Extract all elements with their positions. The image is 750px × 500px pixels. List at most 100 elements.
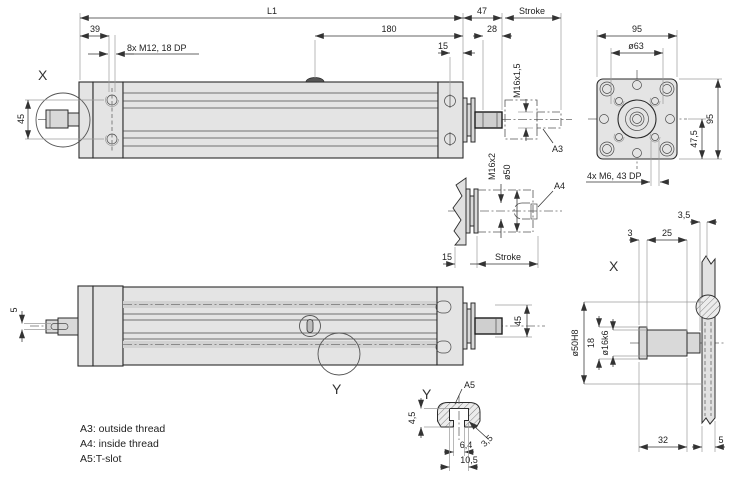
- legend-a5: A5:T-slot: [80, 453, 122, 465]
- dim-3-5-y-text: 3,5: [479, 433, 495, 449]
- dim-39-text: 39: [90, 24, 100, 34]
- dim-47-text: 47: [477, 6, 487, 16]
- dim-3-text: 3: [627, 228, 632, 238]
- dim-15-rear: 15: [442, 236, 478, 268]
- dim-d50h8: ø50H8: [570, 301, 703, 385]
- m16x2-label: M16x2: [487, 153, 497, 180]
- dim-95-right: 95: [679, 78, 722, 160]
- front-end-cap: [92, 81, 124, 159]
- dim-45-bottom: 45: [495, 304, 532, 338]
- legend-a4: A4: inside thread: [80, 438, 159, 450]
- dim-45-bottom-text: 45: [513, 316, 523, 326]
- dim-4-5: 4,5: [407, 398, 450, 438]
- legend-a3: A3: outside thread: [80, 423, 165, 435]
- dim-d63-text: ø63: [628, 41, 644, 51]
- cap-cushion-screws: [444, 94, 456, 146]
- dim-10-5: 10,5: [440, 422, 478, 471]
- piston-rod: [474, 111, 503, 129]
- a5-label: A5: [464, 380, 475, 390]
- sensor-dome: [305, 77, 325, 83]
- dim-28-text: 28: [487, 24, 497, 34]
- dim-18-text: 18: [586, 338, 596, 348]
- bottom-end-cap: [92, 285, 124, 367]
- dim-47: 47: [463, 6, 503, 110]
- dim-95w-text: 95: [632, 24, 642, 34]
- m16x2-callout: M16x2: [487, 153, 504, 238]
- plate-hole-section: [695, 294, 721, 320]
- dim-15-rear-text: 15: [442, 252, 452, 262]
- dim-stroke-rear-text: Stroke: [495, 252, 521, 262]
- m12-callout: 8x M12, 18 DP: [88, 35, 199, 92]
- detail-y-title: Y: [422, 386, 432, 402]
- dim-45-text: 45: [16, 114, 26, 124]
- flange-thread-holes: [105, 88, 119, 152]
- dim-180: 180: [314, 24, 463, 78]
- dim-47-5-text: 47,5: [689, 130, 699, 148]
- d50-label: ø50: [502, 164, 512, 180]
- flange-face: [596, 78, 678, 160]
- side-view-bottom: 5 Y 45: [9, 285, 545, 397]
- dim-10-5-text: 10,5: [460, 455, 478, 465]
- dim-15-top: 15: [438, 41, 475, 94]
- legend: A3: outside thread A4: inside thread A5:…: [80, 423, 165, 465]
- dim-6-4-text: 6,4: [460, 440, 473, 450]
- m6-callout: 4x M6, 43 DP: [586, 141, 669, 186]
- dim-6-4: 6,4: [444, 427, 474, 456]
- d50-callout: ø50: [502, 164, 520, 232]
- m12-label: 8x M12, 18 DP: [127, 43, 187, 53]
- cylinder-tube: [122, 81, 439, 159]
- detail-x-marker-label: X: [38, 67, 48, 83]
- a3-callout: A3: [542, 128, 563, 154]
- bottom-bushing-stack: [462, 302, 476, 350]
- a5-callout: A5: [454, 380, 475, 405]
- dim-l1: L1: [79, 6, 464, 80]
- bottom-flange-plate: [77, 285, 94, 367]
- dim-47-5: 47,5: [688, 118, 706, 159]
- dim-stroke-text: Stroke: [519, 6, 545, 16]
- dim-5-x: 5: [692, 421, 725, 452]
- dim-15-text: 15: [438, 41, 448, 51]
- a4-callout: A4: [537, 181, 565, 208]
- dim-3-5-x-text: 3,5: [678, 210, 691, 220]
- dim-5-bottom-text: 5: [9, 307, 19, 312]
- dim-180-text: 180: [381, 24, 396, 34]
- flange-corner-holes: [599, 81, 675, 157]
- bottom-rear-stub: [45, 317, 79, 336]
- front-view: 95 ø63 95 47,5 4x M6, 43 DP: [586, 24, 722, 186]
- front-flange-plate: [78, 81, 94, 159]
- detail-x-view: X 3,5 3 25: [570, 210, 726, 452]
- dim-d50h8-text: ø50H8: [570, 329, 580, 356]
- rear-end-cap-top: [437, 81, 464, 159]
- m6-label: 4x M6, 43 DP: [587, 171, 642, 181]
- dim-95-top: 95: [596, 24, 678, 77]
- rod-bushing-stack: [462, 97, 476, 143]
- detail-y-marker-label: Y: [332, 381, 342, 397]
- cap-sensor-slots: [435, 300, 452, 354]
- dim-4-5-text: 4,5: [407, 412, 417, 425]
- dim-45-left: 45: [16, 99, 104, 140]
- detail-x-marker-circle: [35, 92, 91, 148]
- m16x15-label: M16x1,5: [512, 63, 522, 98]
- rear-thread-detail: M16x2 ø50 A4 15 Stroke: [442, 153, 565, 268]
- dim-3-25: 3 25: [627, 228, 688, 331]
- dim-25-text: 25: [662, 228, 672, 238]
- slot-feature-marker: [299, 315, 321, 337]
- dim-d63: ø63: [610, 41, 664, 104]
- dim-32: 32: [638, 358, 688, 452]
- dim-32-text: 32: [658, 435, 668, 445]
- inside-thread-face: [530, 203, 538, 220]
- bottom-piston-rod: [474, 317, 503, 335]
- a4-label: A4: [554, 181, 565, 191]
- flange-side-holes: [599, 80, 675, 158]
- dim-stroke-rear: Stroke: [477, 236, 539, 268]
- detail-x-title: X: [609, 258, 619, 274]
- dim-l1-text: L1: [267, 6, 277, 16]
- bottom-rear-cap: [436, 286, 464, 366]
- dim-5-bottom: 5: [9, 307, 51, 342]
- a3-label: A3: [552, 144, 563, 154]
- bottom-tube: [122, 286, 438, 366]
- dim-18-x: 18: [586, 316, 639, 370]
- tube-profile-lines: [123, 92, 438, 147]
- dim-3-5-x: 3,5: [678, 210, 717, 331]
